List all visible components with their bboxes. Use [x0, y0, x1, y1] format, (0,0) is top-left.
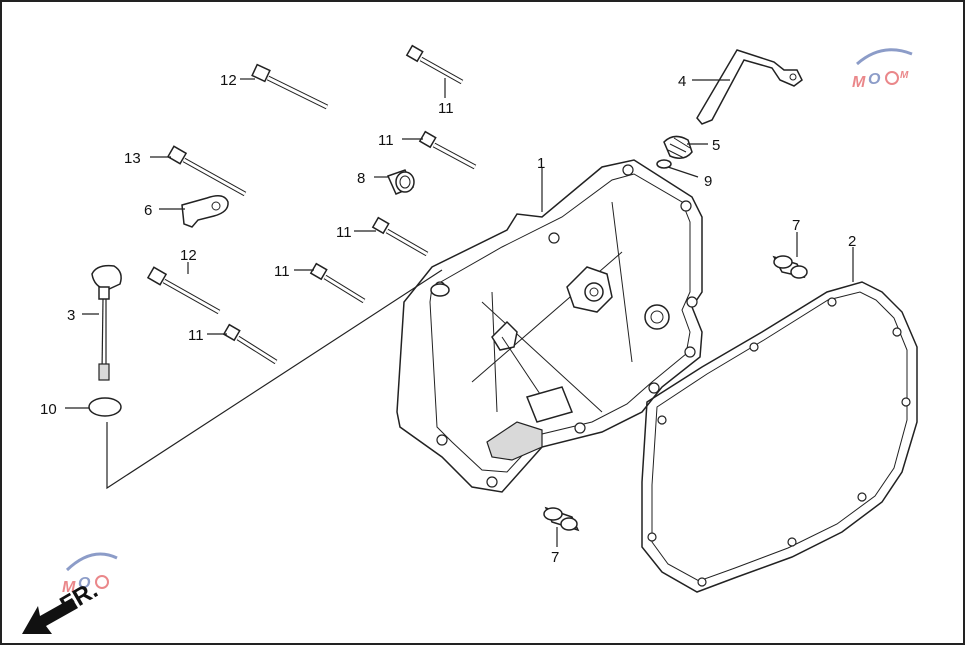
callout-9: 9: [704, 173, 712, 190]
svg-text:M: M: [900, 70, 909, 81]
callout-11-left: 11: [274, 263, 290, 280]
callout-6: 6: [144, 202, 152, 219]
callout-11-second: 11: [378, 132, 394, 149]
callout-4: 4: [678, 73, 686, 90]
bolt-part-11-middle: [371, 216, 429, 257]
callout-5: 5: [712, 137, 720, 154]
o-ring-part-10: [88, 397, 122, 417]
svg-text:O: O: [868, 71, 881, 88]
svg-text:O: O: [78, 575, 91, 592]
callout-12-upper: 12: [220, 72, 237, 89]
callout-13: 13: [124, 150, 141, 167]
front-arrow-icon: [22, 598, 78, 634]
clutch-cover-part-1: [396, 159, 703, 493]
svg-text:M: M: [62, 579, 76, 596]
clamp-part-6: [181, 195, 229, 228]
callout-11-top: 11: [438, 100, 454, 117]
callout-11-bottom: 11: [188, 327, 204, 344]
bolt-part-12-upper: [251, 63, 329, 110]
callout-3: 3: [67, 307, 75, 324]
gasket-part-2: [641, 281, 918, 593]
callout-8: 8: [357, 170, 365, 187]
bolt-part-11-bottom: [222, 323, 278, 365]
callout-2: 2: [848, 233, 856, 250]
svg-text:M: M: [852, 74, 866, 91]
dipstick-part-3: [91, 264, 122, 381]
bolt-part-13: [166, 145, 247, 197]
dowel-pin-part-7-upper: [772, 255, 808, 279]
callout-1: 1: [537, 155, 545, 172]
bolt-part-11-top: [405, 44, 464, 85]
clutch-lever-part-4: [696, 49, 803, 125]
spring-part-5: [663, 135, 693, 159]
dowel-pin-part-7-lower: [543, 506, 580, 532]
bolt-part-12-lower: [146, 266, 221, 315]
callout-7-lower: 7: [551, 549, 559, 566]
callout-12-lower: 12: [180, 247, 197, 264]
washer-part-9: [656, 159, 672, 169]
callout-10: 10: [40, 401, 57, 418]
bushing-part-8: [386, 169, 415, 195]
watermark-logo-bottom-left: M O: [62, 552, 118, 596]
leader-lines: [65, 78, 854, 547]
callout-11-middle: 11: [336, 224, 352, 241]
bolt-part-11-left: [309, 262, 366, 304]
watermark-logo-top-right: M O M: [852, 48, 913, 91]
callout-7-upper: 7: [792, 217, 800, 234]
callout-labels: 1 2 3 4 5 6 7 7 8 9 10 11 11 11 11 11 12…: [40, 72, 856, 566]
bolt-part-11-second: [418, 130, 477, 170]
